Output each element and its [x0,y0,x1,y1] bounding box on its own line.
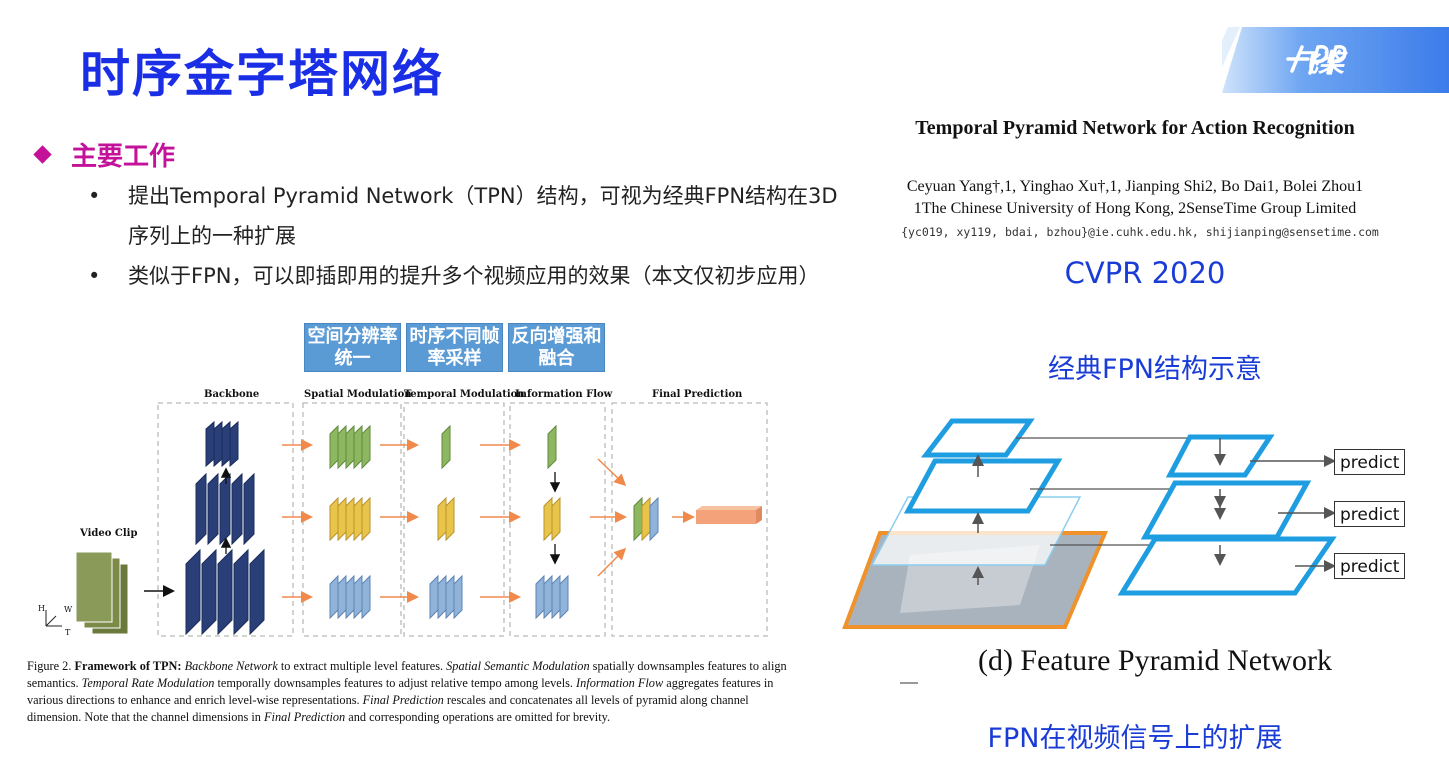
backbone-features [185,420,265,636]
chip-reverse: 反向增强和融合 [508,323,605,372]
video-clip-label: Video Clip [80,528,138,539]
predict-box: predict [1334,449,1406,475]
axis-label-t: T [65,628,71,637]
paddle-logo [1222,27,1449,93]
predict-box: predict [1334,501,1406,527]
caption-term: Backbone Network [184,659,278,673]
axis-icon [45,610,62,627]
caption-text: to extract multiple level features. [277,659,447,673]
caption-term: Temporal Rate Modulation [81,676,215,690]
caption-bold: Framework of TPN: [74,659,182,673]
tpn-diagram [45,402,768,637]
axis-label-h: H [38,604,45,613]
video-clip-frames [75,551,129,635]
stage-label: Backbone [204,389,260,400]
caption-text: spatially downsamples features to align … [27,659,787,690]
stage-label: Spatial Modulation [304,389,412,400]
caption-term: Information Flow [576,676,664,690]
figure-caption: Figure 2. Framework of TPN: Backbone Net… [27,658,792,726]
venue-label: CVPR 2020 [1064,256,1226,290]
page-title: 时序金字塔网络 [80,45,444,103]
bullet-item: • 类似于FPN，可以即插即用的提升多个视频应用的效果（本文仅初步应用） [88,256,848,296]
caption-fig-no: Figure 2. [27,659,72,673]
stage-box-backbone [157,402,294,637]
caption-term: Final Prediction [264,710,346,724]
affiliations-line: 1The Chinese University of Hong Kong, 2S… [913,200,1357,217]
bullet-text: 提出Temporal Pyramid Network（TPN）结构，可视为经典F… [128,184,838,248]
bullet-item: • 提出Temporal Pyramid Network（TPN）结构，可视为经… [88,176,848,256]
stage-box-spatial [302,402,402,637]
stage-box-final [611,402,768,637]
caption-text: and corresponding operations are omitted… [345,710,611,724]
chip-spatial: 空间分辨率统一 [304,323,401,372]
stage-box-temporal [403,402,505,637]
section-heading: 主要工作 [33,136,176,173]
extension-label: FPN在视频信号上的扩展 [987,723,1283,754]
bullet-dot-icon: • [88,264,101,288]
authors-line: Ceyuan Yang†,1, Yinghao Xu†,1, Jianping … [906,178,1364,195]
predict-box: predict [1334,553,1406,579]
fpn-caption: (d) Feature Pyramid Network [977,644,1333,677]
stage-label: Information Flow [515,389,613,400]
paper-title: Temporal Pyramid Network for Action Reco… [915,117,1355,139]
caption-term: Spatial Semantic Modulation [446,659,590,673]
chip-temporal: 时序不同帧率采样 [406,323,503,372]
bullet-dot-icon: • [88,184,101,208]
paper-authors: Ceyuan Yang†,1, Yinghao Xu†,1, Jianping … [860,176,1410,220]
stage-label: Temporal Modulation [404,389,525,400]
section-heading-text: 主要工作 [71,142,176,172]
logo-text: 飞桨 [1292,49,1345,79]
caption-text: rescales and concatenates all levels of … [27,693,749,724]
logo-banner [1222,27,1449,93]
caption-text: aggregates features in various direction… [27,676,774,707]
stage-box-info [509,402,606,637]
paddle-mark-icon [1286,44,1347,75]
axis-label-w: W [64,605,73,614]
caption-body: Backbone Network to extract multiple lev… [27,659,787,724]
stage-label: Final Prediction [652,389,743,400]
paper-emails: {yc019, xy119, bdai, bzhou}@ie.cuhk.edu.… [901,225,1379,239]
flow-arrows [282,439,695,603]
prediction-block [696,506,762,524]
fpn-label: 经典FPN结构示意 [1047,354,1262,385]
diamond-bullet-icon [33,145,52,164]
caption-term: Final Prediction [362,693,444,707]
fpn-diagram [842,418,1337,684]
caption-text: temporally downsamples features to adjus… [214,676,577,690]
bullet-text: 类似于FPN，可以即插即用的提升多个视频应用的效果（本文仅初步应用） [128,264,820,288]
